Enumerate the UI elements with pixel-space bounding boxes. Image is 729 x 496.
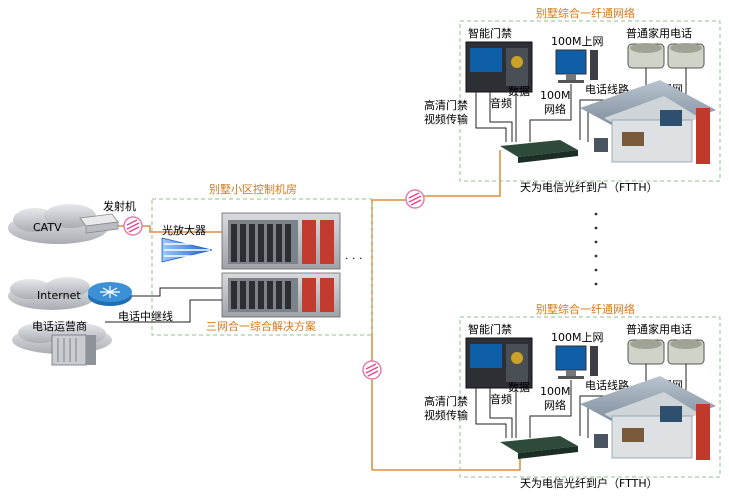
network-100m-label: 100M <box>540 385 571 398</box>
computer-icon <box>555 345 598 379</box>
villa-network-2: 别墅综合一纤通网络 智能门禁 100M上网 普通家用电话 数据 音频 高清门禁 … <box>424 302 721 490</box>
access-terminal <box>465 337 533 389</box>
villa-continuation-dots <box>594 212 598 286</box>
internet-100m-label: 100M上网 <box>551 331 604 344</box>
ftth-caption: 天为电信光纤到户（FTTH） <box>520 476 658 490</box>
villa-title: 别墅综合一纤通网络 <box>536 302 635 316</box>
internet-cloud <box>8 277 96 310</box>
network-label: 网络 <box>544 398 566 412</box>
solution-label: 三网合一综合解决方案 <box>206 319 316 333</box>
phones-label: 普通家用电话 <box>626 322 692 336</box>
network-100m-label: 100M <box>540 89 571 102</box>
rack-continuation: · · · <box>345 252 362 265</box>
olt-rack-bottom <box>221 272 341 318</box>
splitter-icon <box>123 216 143 236</box>
router-icon <box>88 282 132 306</box>
transmitter-label: 发射机 <box>103 199 136 213</box>
villa-title: 别墅综合一纤通网络 <box>536 6 635 20</box>
control-room-frame <box>151 198 373 336</box>
phone-line-label: 电话线路 <box>585 82 629 96</box>
house-illustration <box>580 80 716 164</box>
phones-label: 普通家用电话 <box>626 26 692 40</box>
phone-icons <box>627 43 705 69</box>
video-transmit-label: 视频传输 <box>424 112 468 126</box>
amplifier-label: 光放大器 <box>162 223 206 237</box>
audio-label: 音频 <box>490 392 512 406</box>
video-transmit-label: 视频传输 <box>424 408 468 422</box>
olt-rack-top <box>221 212 341 270</box>
onu-device <box>500 436 578 459</box>
internal-wiring <box>105 287 222 323</box>
phone-line-label: 电话线路 <box>585 378 629 392</box>
data-label: 数据 <box>508 84 530 98</box>
onu-device <box>500 140 578 163</box>
telecom-server <box>51 334 96 366</box>
internet-100m-label: 100M上网 <box>551 35 604 48</box>
control-room-title: 别墅小区控制机房 <box>209 182 297 196</box>
optical-amplifier <box>161 237 213 263</box>
catv-label: CATV <box>33 221 62 234</box>
hd-access-label: 高清门禁 <box>424 394 468 408</box>
phone-icons <box>627 339 705 365</box>
audio-label: 音频 <box>490 96 512 110</box>
access-control-label: 智能门禁 <box>468 322 512 336</box>
hd-access-label: 高清门禁 <box>424 98 468 112</box>
villa-frame <box>459 316 721 478</box>
house-illustration <box>580 376 716 460</box>
villa-network-1: 别墅综合一纤通网络 智能门禁 100M上网 普通家用电话 数据 音频 高清门禁 … <box>424 6 721 194</box>
splitter-icon-upper <box>405 189 425 209</box>
network-label: 网络 <box>544 102 566 116</box>
internet-label: Internet <box>37 289 81 302</box>
access-terminal <box>465 41 533 93</box>
transmitter-device <box>79 213 119 234</box>
trunk-label: 电话中继线 <box>118 309 173 323</box>
villa-frame <box>459 20 721 182</box>
telecom-label: 电话运营商 <box>32 319 87 333</box>
computer-icon <box>555 49 598 83</box>
access-control-label: 智能门禁 <box>468 26 512 40</box>
data-label: 数据 <box>508 380 530 394</box>
splitter-icon-lower <box>362 360 382 380</box>
ftth-caption: 天为电信光纤到户（FTTH） <box>520 180 658 194</box>
